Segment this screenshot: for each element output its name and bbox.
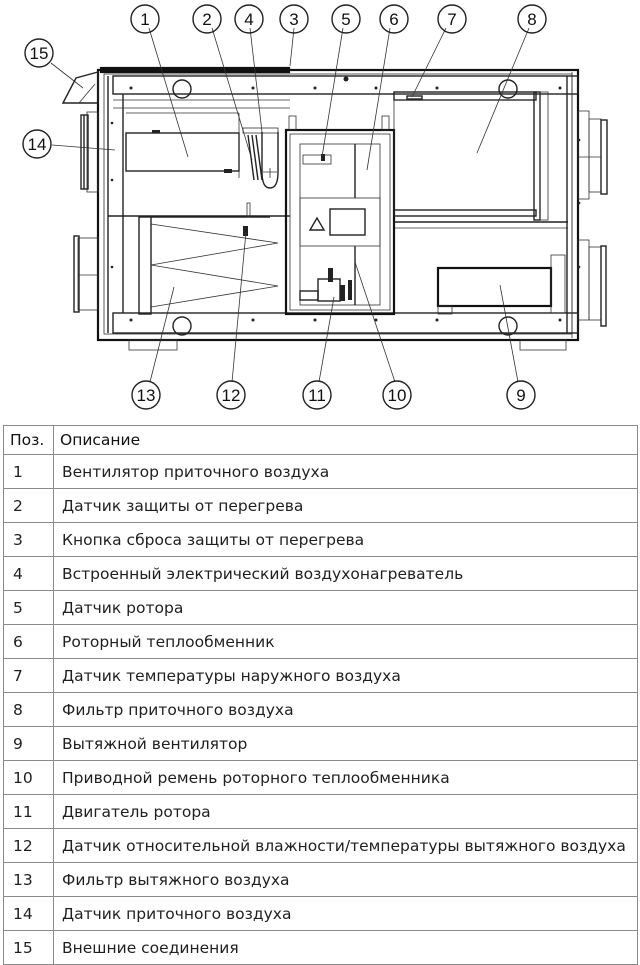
callout-13: 13 <box>131 380 161 410</box>
svg-text:9: 9 <box>516 386 525 405</box>
external-connections <box>61 71 99 104</box>
row-description: Роторный теплообменник <box>53 624 638 659</box>
row-description: Внешние соединения <box>53 930 638 965</box>
row-description: Встроенный электрический воздухонагреват… <box>53 556 638 591</box>
callout-2: 2 <box>192 4 222 34</box>
svg-text:7: 7 <box>447 10 456 29</box>
row-description: Датчик приточного воздуха <box>53 896 638 931</box>
callout-15: 15 <box>24 38 54 68</box>
callouts: 1 2 4 3 5 6 7 8 15 14 13 12 11 10 9 <box>22 4 547 410</box>
svg-text:12: 12 <box>222 386 241 405</box>
row-position: 10 <box>3 760 54 795</box>
row-position: 13 <box>3 862 54 897</box>
callout-7: 7 <box>437 4 467 34</box>
left-supply-spigot <box>80 111 99 193</box>
callout-4: 4 <box>234 4 264 34</box>
row-description: Приводной ремень роторного теплообменник… <box>53 760 638 795</box>
svg-text:6: 6 <box>389 10 398 29</box>
header-description: Описание <box>53 425 638 455</box>
svg-text:13: 13 <box>137 386 156 405</box>
svg-text:11: 11 <box>308 386 326 405</box>
row-position: 15 <box>3 930 54 965</box>
svg-text:10: 10 <box>388 386 407 405</box>
callout-8: 8 <box>517 4 547 34</box>
row-description: Вентилятор приточного воздуха <box>53 454 638 489</box>
svg-text:15: 15 <box>30 44 49 63</box>
row-position: 14 <box>3 896 54 931</box>
row-position: 1 <box>3 454 54 489</box>
callout-12: 12 <box>216 380 246 410</box>
callout-1: 1 <box>130 4 160 34</box>
row-position: 4 <box>3 556 54 591</box>
row-position: 11 <box>3 794 54 829</box>
svg-text:1: 1 <box>140 10 149 29</box>
svg-text:2: 2 <box>202 10 211 29</box>
table-header-row: Поз. Описание <box>3 425 638 455</box>
row-description: Датчик относительной влажности/температу… <box>53 828 638 863</box>
row-position: 2 <box>3 488 54 523</box>
callout-11: 11 <box>302 380 332 410</box>
row-description: Фильтр приточного воздуха <box>53 692 638 727</box>
svg-text:5: 5 <box>341 10 350 29</box>
row-position: 3 <box>3 522 54 557</box>
housing <box>96 66 581 351</box>
row-position: 8 <box>3 692 54 727</box>
svg-text:3: 3 <box>289 10 298 29</box>
row-position: 5 <box>3 590 54 625</box>
svg-text:4: 4 <box>244 10 253 29</box>
callout-5: 5 <box>331 4 361 34</box>
callout-3: 3 <box>279 4 309 34</box>
left-exhaust-spigot <box>73 235 99 313</box>
row-description: Фильтр вытяжного воздуха <box>53 862 638 897</box>
callout-10: 10 <box>382 380 412 410</box>
callout-14: 14 <box>22 129 52 159</box>
unit-diagram: 1 2 4 3 5 6 7 8 15 14 13 12 11 10 9 <box>22 4 608 410</box>
row-description: Двигатель ротора <box>53 794 638 829</box>
right-spigots <box>577 110 608 327</box>
row-description: Датчик защиты от перегрева <box>53 488 638 523</box>
electric-heater <box>242 127 279 189</box>
exhaust-filter <box>138 202 279 315</box>
supply-filter <box>393 91 549 221</box>
row-description: Датчик температуры наружного воздуха <box>53 658 638 693</box>
row-position: 12 <box>3 828 54 863</box>
row-description: Кнопка сброса защиты от перегрева <box>53 522 638 557</box>
row-position: 7 <box>3 658 54 693</box>
exhaust-fan <box>436 254 566 315</box>
header-position: Поз. <box>3 425 54 455</box>
rotary-heat-exchanger <box>284 115 396 316</box>
leader-lines <box>50 27 530 383</box>
svg-text:8: 8 <box>527 10 536 29</box>
row-description: Вытяжной вентилятор <box>53 726 638 761</box>
row-description: Датчик ротора <box>53 590 638 625</box>
callout-9: 9 <box>506 380 536 410</box>
supply-fan <box>125 112 240 178</box>
callout-6: 6 <box>379 4 409 34</box>
rotor-motor <box>299 268 352 302</box>
row-position: 9 <box>3 726 54 761</box>
row-position: 6 <box>3 624 54 659</box>
svg-text:14: 14 <box>28 135 47 154</box>
